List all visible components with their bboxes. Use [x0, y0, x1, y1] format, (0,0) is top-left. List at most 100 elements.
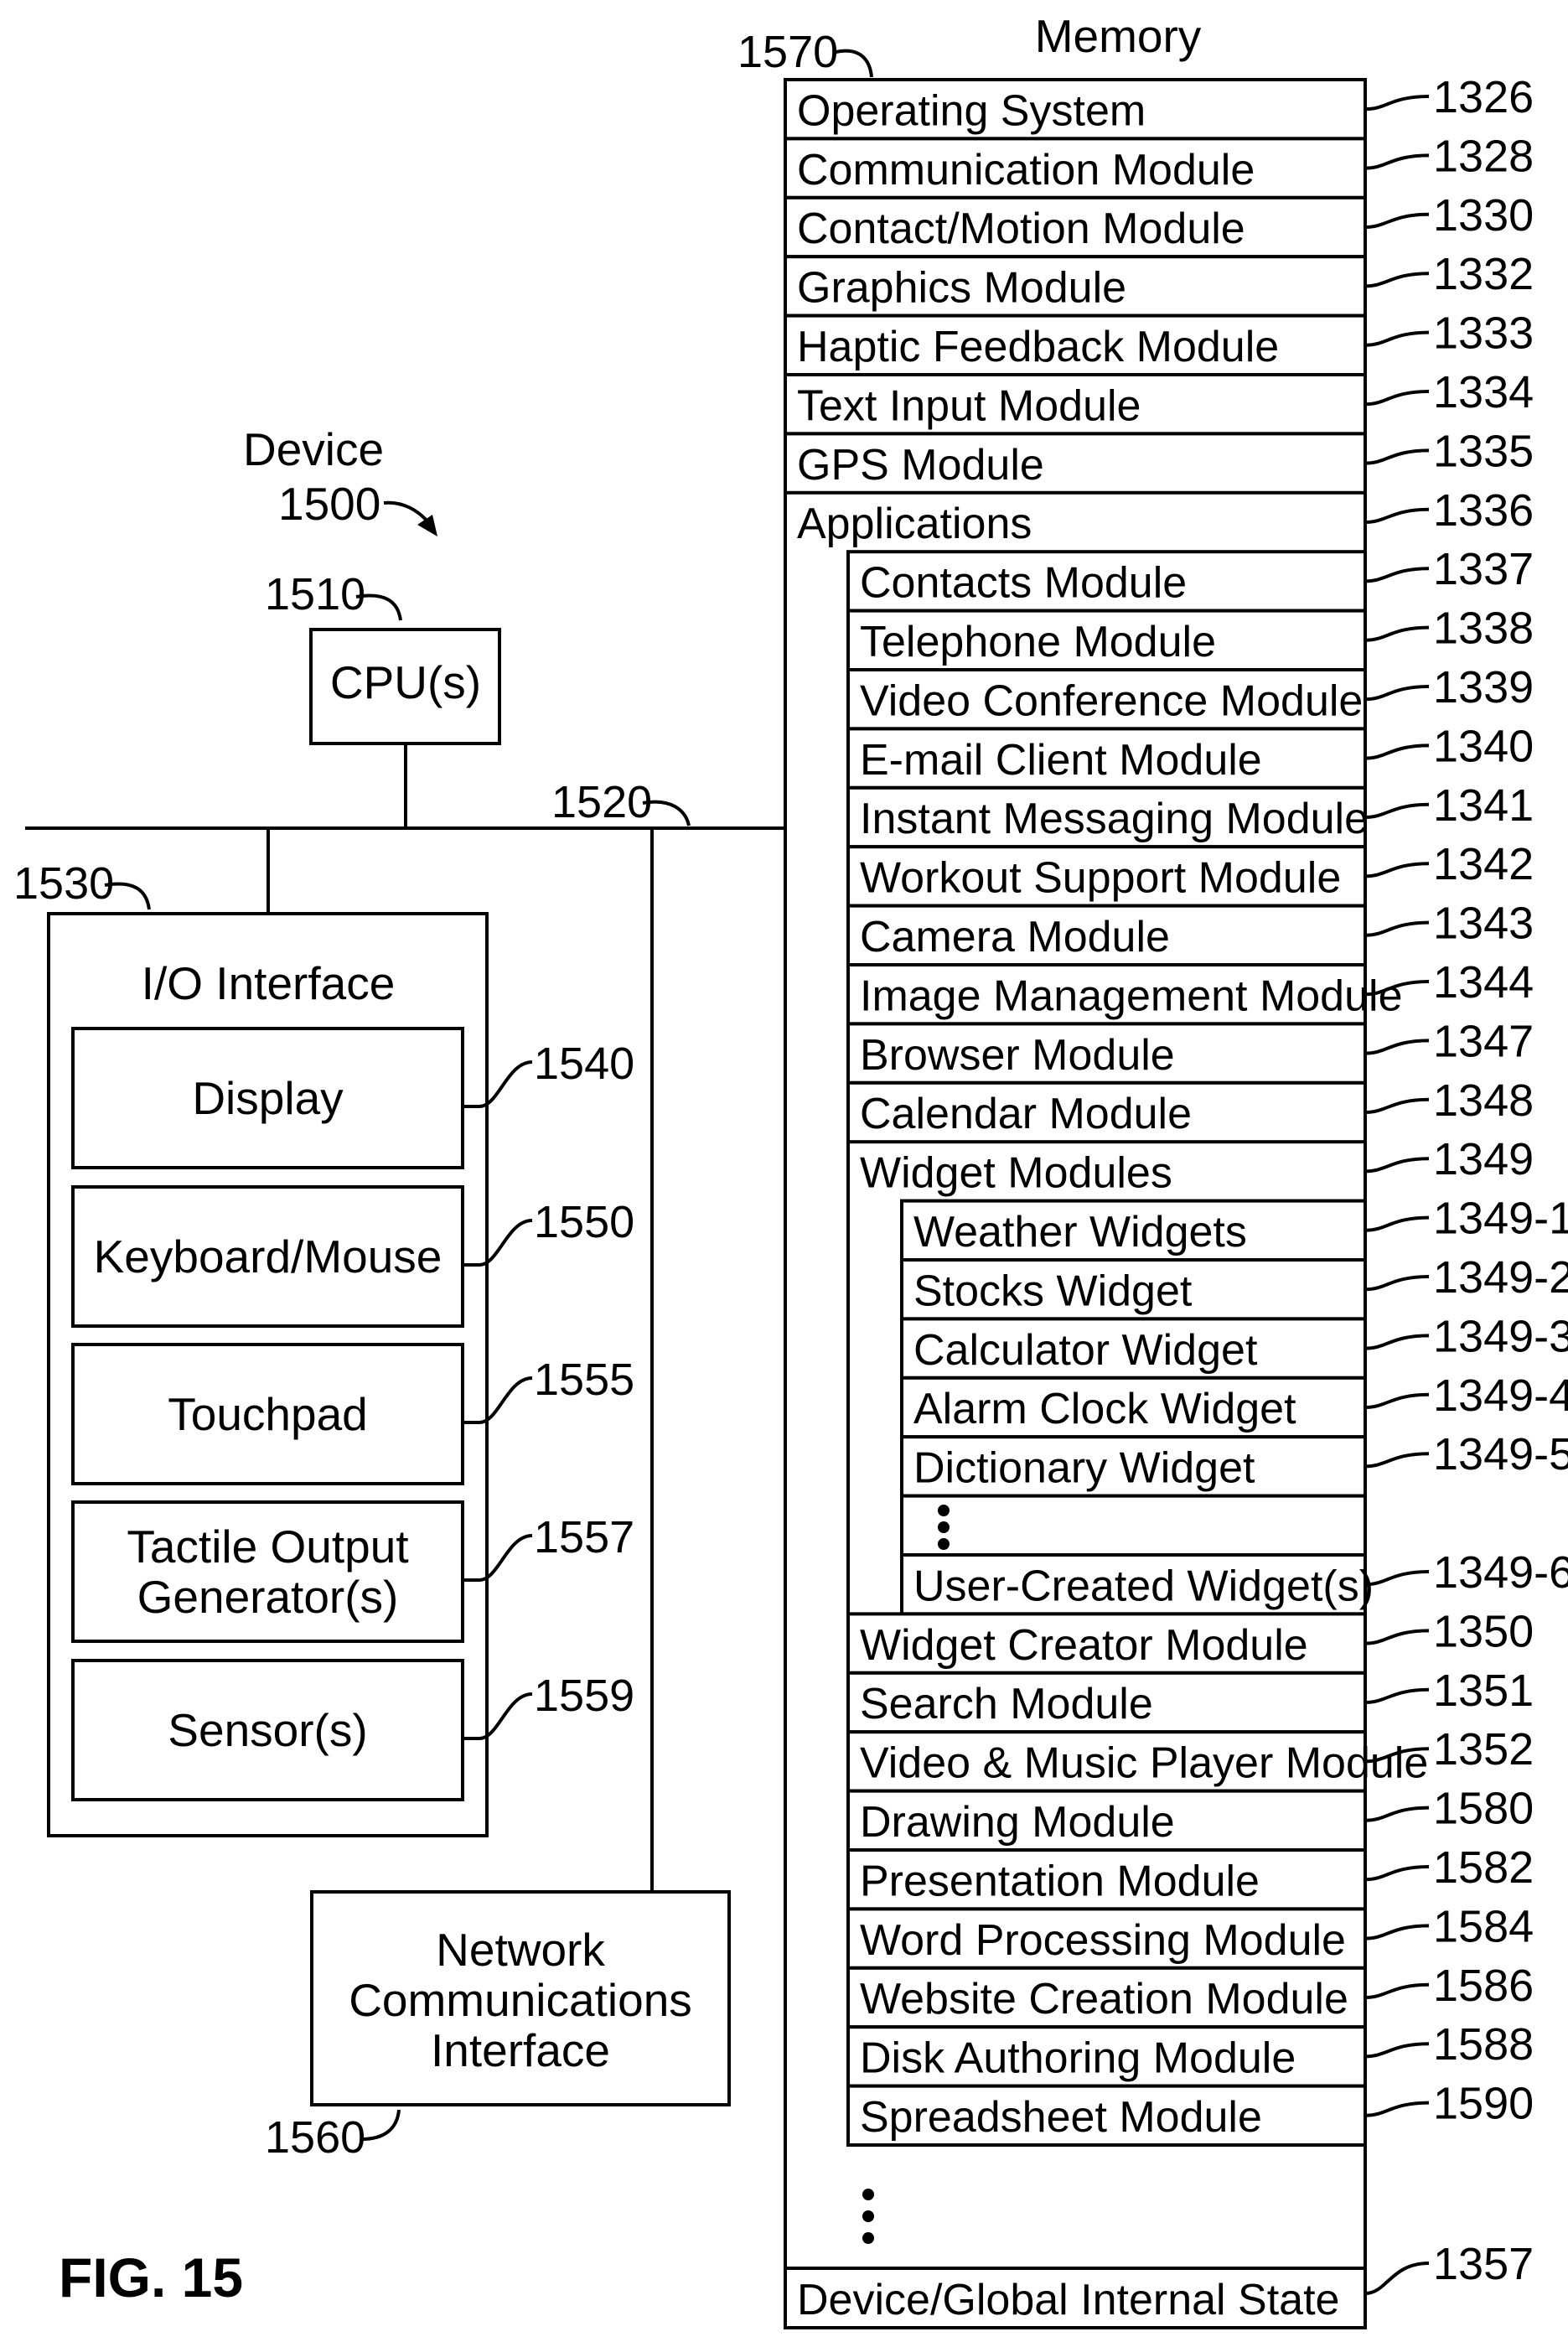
memory-row-label: Word Processing Module	[860, 1916, 1346, 1965]
memory-ref: 1349	[1433, 1134, 1534, 1184]
memory-row-label: Video & Music Player Module	[860, 1739, 1428, 1788]
memory-ref-leader	[1365, 805, 1429, 817]
memory-ref-leader	[1365, 687, 1429, 699]
memory-ref: 1348	[1433, 1075, 1534, 1126]
memory-row-label: Applications	[797, 500, 1032, 548]
io-item-ref: 1555	[534, 1355, 634, 1405]
memory-row-label: Text Input Module	[797, 381, 1141, 430]
memory-ref: 1326	[1433, 72, 1534, 122]
memory-row-label: Disk Authoring Module	[860, 2034, 1296, 2083]
memory-ref-leader	[1365, 1395, 1429, 1407]
network-interface-ref: 1560	[265, 2112, 365, 2163]
memory-row-label: Website Creation Module	[860, 1975, 1348, 2023]
memory-ref: 1344	[1433, 957, 1534, 1008]
memory-row-label: E-mail Client Module	[860, 736, 1262, 785]
memory-ref: 1333	[1433, 308, 1534, 359]
io-item-ref: 1550	[534, 1197, 634, 1247]
memory-row-label: Widget Creator Module	[860, 1621, 1308, 1670]
memory-ref-leader	[1365, 1335, 1429, 1348]
memory-row-label: Calendar Module	[860, 1090, 1192, 1138]
memory-ref: 1349-2	[1433, 1252, 1568, 1303]
memory-row-label: Contact/Motion Module	[797, 205, 1245, 253]
widget-ellipsis-row	[902, 1496, 1365, 1555]
memory-ref: 1351	[1433, 1666, 1534, 1716]
memory-row-label: Haptic Feedback Module	[797, 323, 1279, 371]
memory-row-label: Browser Module	[860, 1031, 1175, 1080]
memory-ref: 1590	[1433, 2079, 1534, 2129]
io-item-ref: 1540	[534, 1039, 634, 1089]
memory-ref: 1335	[1433, 426, 1534, 476]
memory-ref-leader	[1365, 1277, 1429, 1289]
io-item-label: Tactile Output	[127, 1521, 408, 1573]
memory-row-label: Contacts Module	[860, 559, 1187, 608]
memory-row-label: Calculator Widget	[913, 1326, 1258, 1375]
applications-ellipsis	[862, 2189, 874, 2244]
memory-ref: 1342	[1433, 839, 1534, 889]
memory-row-label: Spreadsheet Module	[860, 2093, 1262, 2142]
memory-ref: 1582	[1433, 1842, 1534, 1893]
memory-ref-leader	[1365, 2044, 1429, 2056]
memory-row-label: Image Management Module	[860, 972, 1403, 1020]
memory-ref: 1349-4	[1433, 1370, 1568, 1421]
memory-row-label: GPS Module	[797, 441, 1044, 490]
memory-ref-leader	[1365, 450, 1429, 463]
io-item-label: Sensor(s)	[168, 1704, 367, 1756]
memory-row-label: Device/Global Internal State	[797, 2276, 1339, 2324]
memory-label: Memory	[1035, 10, 1202, 62]
network-interface-line: Network	[436, 1924, 605, 1976]
memory-ref: 1350	[1433, 1606, 1534, 1656]
memory-ref-leader	[1365, 1158, 1429, 1171]
memory-ref: 1337	[1433, 544, 1534, 594]
bus-ref: 1520	[551, 777, 652, 827]
memory-ref-leader	[1365, 155, 1429, 168]
memory-ref-leader	[1365, 1100, 1429, 1112]
memory-row-label: Widget Modules	[860, 1149, 1172, 1198]
memory-ref: 1584	[1433, 1901, 1534, 1951]
memory-row-label: Graphics Module	[797, 264, 1126, 313]
network-interface-line: Interface	[431, 2024, 610, 2076]
device-ref: 1500	[278, 478, 380, 530]
memory-ref: 1332	[1433, 249, 1534, 299]
memory-ref: 1343	[1433, 899, 1534, 949]
io-interface-ref: 1530	[13, 858, 114, 909]
memory-ref-leader	[1365, 1690, 1429, 1702]
io-item-label: Display	[192, 1072, 344, 1124]
memory-row-label: User-Created Widget(s)	[913, 1562, 1374, 1610]
memory-ref: 1330	[1433, 190, 1534, 241]
memory-row-label: Weather Widgets	[913, 1208, 1247, 1256]
io-item-ref: 1557	[534, 1512, 634, 1562]
memory-ref: 1338	[1433, 604, 1534, 654]
device-label: Device	[243, 423, 384, 475]
memory-ref-leader	[1365, 1218, 1429, 1231]
memory-ref-leader	[1365, 863, 1429, 876]
cpu-label: CPU(s)	[330, 656, 481, 708]
memory-ref: 1339	[1433, 662, 1534, 712]
widgets-ellipsis	[938, 1505, 950, 1550]
memory-ref-leader	[1365, 215, 1429, 227]
memory-ref-leader	[1365, 1453, 1429, 1466]
memory-ref-leader	[1365, 333, 1429, 345]
memory-ref: 1570	[737, 27, 838, 77]
memory-ref-leader	[1365, 1925, 1429, 1938]
memory-row-label: Stocks Widget	[913, 1267, 1193, 1315]
io-item-label: Generator(s)	[137, 1571, 399, 1623]
memory-ref-labels: 1326132813301332133313341335133613371338…	[1365, 72, 1568, 2293]
memory-ref: 1349-1	[1433, 1194, 1568, 1244]
memory-ref-leader	[1365, 1630, 1429, 1643]
memory-ref-leader	[1365, 1867, 1429, 1879]
memory-ref: 1349-5	[1433, 1429, 1568, 1479]
memory-ref: 1347	[1433, 1016, 1534, 1066]
memory-ref-leader	[1365, 568, 1429, 581]
memory-ref: 1341	[1433, 780, 1534, 831]
memory-ref-leader	[1365, 1985, 1429, 1997]
memory-ref-leader	[1365, 273, 1429, 286]
memory-row-label: Video Conference Module	[860, 676, 1363, 725]
io-interface-label: I/O Interface	[142, 957, 396, 1009]
memory-ref-leader	[1365, 628, 1429, 640]
memory-row-label: Communication Module	[797, 146, 1255, 194]
memory-row-label: Camera Module	[860, 913, 1170, 961]
memory-row-label: Presentation Module	[860, 1857, 1260, 1905]
memory-ref-leader	[1365, 1572, 1429, 1584]
io-item-label: Touchpad	[168, 1388, 368, 1440]
